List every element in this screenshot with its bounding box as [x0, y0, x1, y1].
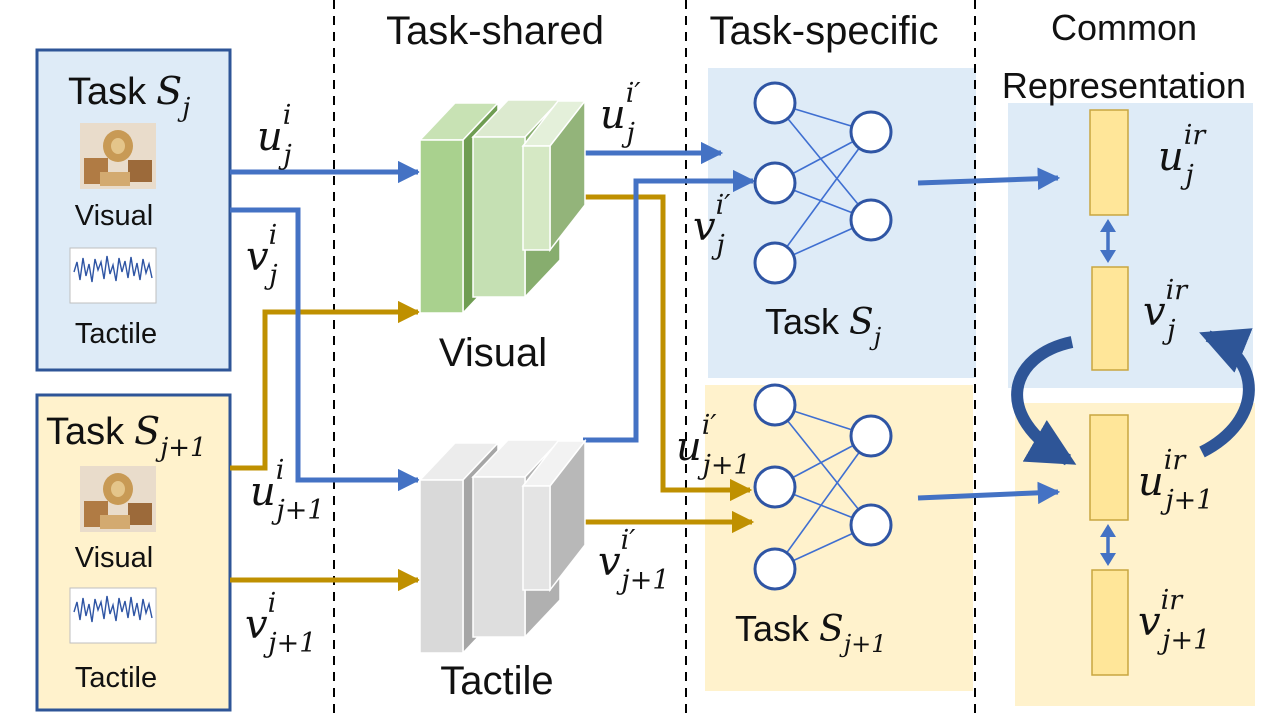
tactile-shared-block — [418, 438, 587, 655]
arrow-blue-tactile-block-to-task-j — [583, 169, 756, 443]
input-visual-label-task-j: Visual — [75, 200, 153, 232]
object-photo-icon — [80, 466, 156, 532]
arrow-blue-task-j-to-common — [917, 167, 1061, 190]
label-u-j1-ip: ui′j+1 — [676, 410, 751, 481]
network-node — [849, 198, 893, 242]
label-v-j1-ip: vi′j+1 — [598, 525, 670, 596]
header-common-line2: Representation — [1002, 65, 1246, 106]
curved-arrow-right — [1199, 328, 1255, 458]
input-visual-label-task-j1: Visual — [75, 542, 153, 574]
network-node — [753, 383, 797, 427]
network-node — [849, 503, 893, 547]
vector-u-j1-ir — [1089, 414, 1129, 521]
network-task-j — [753, 81, 893, 285]
object-photo-icon — [80, 123, 156, 189]
vector-u-j-ir — [1089, 109, 1129, 216]
signal-plot-icon — [69, 587, 157, 644]
curved-arrow-left — [1011, 336, 1077, 466]
network-task-j1 — [753, 383, 893, 591]
arrow-blue-task-j1-to-common — [917, 481, 1061, 505]
header-task-shared: Task-shared — [386, 9, 604, 53]
network-node — [753, 161, 797, 205]
input-tactile-label-task-j: Tactile — [75, 318, 157, 350]
header-common-line1: Common — [1051, 7, 1197, 48]
double-arrow-task-j1 — [1100, 524, 1116, 566]
label-u-j-ip: ui′j — [600, 78, 641, 149]
specific-panel-task-j — [708, 68, 976, 378]
vector-v-j1-ir — [1091, 569, 1129, 676]
network-node — [753, 241, 797, 285]
network-node — [753, 465, 797, 509]
specific-panel-task-j1 — [705, 385, 973, 691]
double-arrow-task-j — [1100, 219, 1116, 263]
arrow-gold-task-j1-to-visual-block — [230, 300, 421, 471]
visual-shared-block — [418, 98, 587, 315]
vector-v-j-ir — [1091, 266, 1129, 371]
visual-block-label: Visual — [439, 331, 547, 375]
signal-plot-icon — [69, 247, 157, 304]
arrow-blue-task-j-to-tactile-block — [230, 207, 421, 492]
network-node — [753, 81, 797, 125]
arrow-gold-visual-block-to-task-j1 — [583, 194, 753, 502]
header-task-specific: Task-specific — [710, 9, 939, 53]
tactile-block-label: Tactile — [440, 659, 553, 703]
network-node — [849, 110, 893, 154]
network-node — [849, 414, 893, 458]
input-tactile-label-task-j1: Tactile — [75, 662, 157, 694]
network-node — [753, 547, 797, 591]
